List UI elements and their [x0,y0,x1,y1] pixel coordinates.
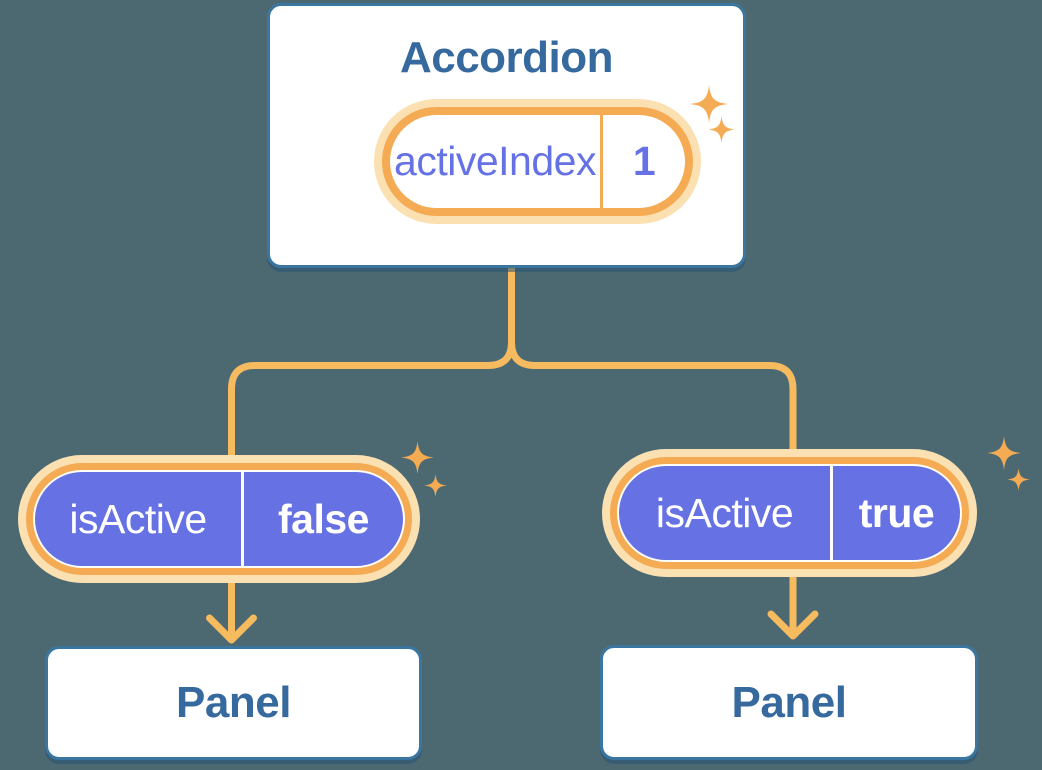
sparkle-icon [987,436,1021,470]
state-pill-value: 1 [632,138,656,184]
sparkle-icon [1007,468,1030,491]
panel-card-right: Panel [600,645,978,760]
panel-title: Panel [731,677,847,727]
panel-title: Panel [176,678,291,727]
sparkle-icon [708,116,735,143]
prop-pill-label: isActive [69,495,207,542]
prop-pill-value: true [858,489,935,536]
accordion-title: Accordion [399,33,614,82]
fork-line-left [228,263,515,459]
arrow-right-head [767,610,819,640]
state-pill-label: activeIndex [394,138,596,184]
pill-divider [241,472,244,566]
sparkle-icon [690,85,728,123]
prop-pill-isactive-false: isActive false [18,455,420,583]
sparkle-icon [401,441,434,474]
prop-pill-value: false [278,495,369,542]
sparkle-icon [424,474,447,497]
pill-divider [830,466,833,560]
arrow-left-head [206,614,257,644]
prop-pill-isactive-true: isActive true [602,449,977,577]
state-pill: activeIndex 1 [374,99,701,224]
fork-line-right [508,263,797,456]
pill-divider [600,115,603,208]
prop-pill-label: isActive [655,489,794,536]
panel-card-left: Panel [45,646,422,760]
